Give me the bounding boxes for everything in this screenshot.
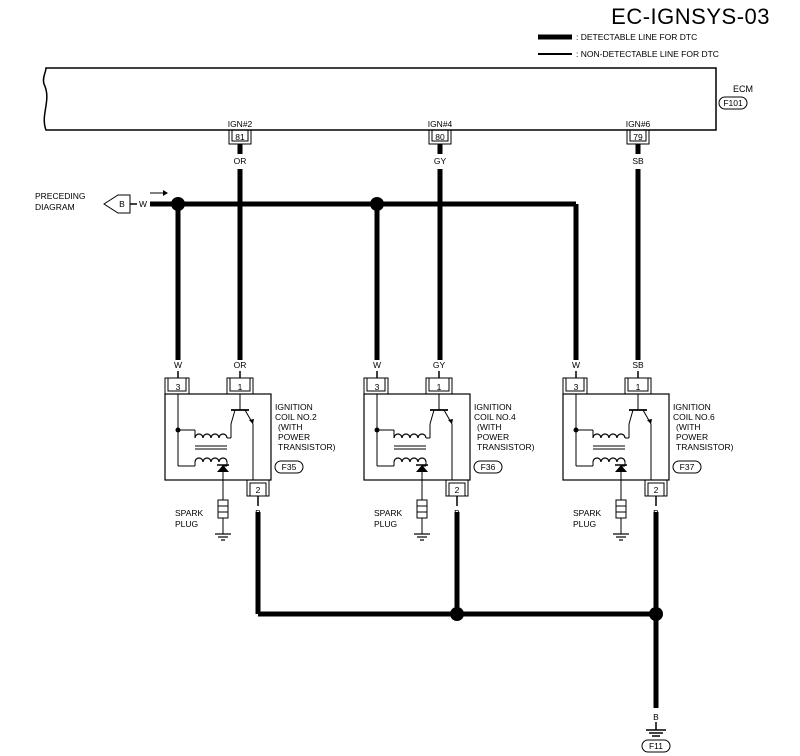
ecm-terminal-pin: 79 (633, 132, 643, 142)
spark-plug-label: SPARK (573, 508, 602, 518)
coil-title-line: (WITH (278, 422, 303, 432)
spark-plug-label: PLUG (175, 519, 198, 529)
coil-pin3: 3 (574, 382, 579, 392)
coil-pin2: 2 (455, 485, 460, 495)
coil-body (562, 393, 670, 481)
splice-dot (370, 197, 384, 211)
ground-bus: B F11 (255, 512, 671, 753)
coil-connector-badge (672, 460, 702, 474)
ecm-terminal-wire: GY (434, 156, 447, 166)
ecm-terminal-wire: SB (632, 156, 644, 166)
coil-title-line: COIL NO.2 (275, 412, 317, 422)
page-title: EC-IGNSYS-03 (611, 4, 770, 29)
spark-plug-icon (416, 499, 428, 519)
coil-title-line: IGNITION (474, 402, 512, 412)
ground-connector-badge (641, 739, 671, 753)
spark-plug-icon (615, 499, 627, 519)
spark-plug-label: PLUG (374, 519, 397, 529)
ecm-terminal-name: IGN#4 (428, 119, 453, 129)
coil-connector-badge (274, 460, 304, 474)
ecm-terminal-name: IGN#2 (228, 119, 253, 129)
coil-wire-signal: SB (632, 360, 644, 370)
preceding-connector: B (119, 199, 125, 209)
coil-pin1: 1 (437, 382, 442, 392)
coil-wire-w: W (373, 360, 381, 370)
splice-dot (171, 197, 185, 211)
coil-title-line: IGNITION (673, 402, 711, 412)
spark-plug-label: PLUG (573, 519, 596, 529)
splice-dot (649, 607, 663, 621)
preceding-line2: DIAGRAM (35, 202, 75, 212)
coil-title-line: COIL NO.4 (474, 412, 516, 422)
w-bus (171, 197, 579, 360)
ecm-box: ECM F101 (42, 67, 753, 131)
coil-pin3: 3 (176, 382, 181, 392)
coil-title-line: IGNITION (275, 402, 313, 412)
spark-plug-label: SPARK (175, 508, 204, 518)
coil-title-line: (WITH (477, 422, 502, 432)
preceding-connector-arrow (103, 194, 131, 214)
preceding-wire: W (139, 199, 147, 209)
coil-pin3: 3 (375, 382, 380, 392)
ecm-terminal-wire: OR (234, 156, 247, 166)
coil-title-line: POWER (278, 432, 310, 442)
ecm-connector-badge (718, 96, 748, 110)
preceding-line1: PRECEDING (35, 191, 86, 201)
legend-detectable-text: : DETECTABLE LINE FOR DTC (576, 32, 697, 42)
ecm-terminal-name: IGN#6 (626, 119, 651, 129)
coil-title-line: TRANSISTOR) (278, 442, 336, 452)
spark-plug-label: SPARK (374, 508, 403, 518)
coil-connector-badge (473, 460, 503, 474)
splice-dot (450, 607, 464, 621)
coil-wire-signal: GY (433, 360, 446, 370)
ecm-connector: F101 (723, 98, 743, 108)
coil-body (363, 393, 471, 481)
coil-title-line: (WITH (676, 422, 701, 432)
coil-connector: F35 (282, 462, 297, 472)
ignition-coil: WOR312BSPARKPLUGIGNITIONCOIL NO.2(WITHPO… (164, 360, 336, 541)
coil-wire-w: W (174, 360, 182, 370)
coil-body (164, 393, 272, 481)
preceding-diagram: PRECEDING DIAGRAM B W (35, 190, 172, 214)
ignition-coil: WSB312BSPARKPLUGIGNITIONCOIL NO.6(WITHPO… (562, 360, 734, 541)
legend-non-detectable-text: : NON-DETECTABLE LINE FOR DTC (576, 49, 719, 59)
coil-pin2: 2 (654, 485, 659, 495)
ground-wire: B (653, 712, 659, 722)
coil-pin2: 2 (256, 485, 261, 495)
coil-title-line: TRANSISTOR) (477, 442, 535, 452)
spark-plug-icon (217, 499, 229, 519)
ignition-coil: WGY312BSPARKPLUGIGNITIONCOIL NO.4(WITHPO… (363, 360, 535, 541)
ecm-label: ECM (733, 84, 753, 94)
ecm-terminal-pin: 80 (435, 132, 445, 142)
coil-connector: F37 (680, 462, 695, 472)
coil-wire-signal: OR (234, 360, 247, 370)
coil-title-line: POWER (477, 432, 509, 442)
coil-connector: F36 (481, 462, 496, 472)
coil-wire-w: W (572, 360, 580, 370)
coil-title-line: COIL NO.6 (673, 412, 715, 422)
coil-pin1: 1 (238, 382, 243, 392)
ground-connector: F11 (649, 741, 663, 751)
coil-title-line: TRANSISTOR) (676, 442, 734, 452)
coil-pin1: 1 (636, 382, 641, 392)
ecm-terminal-pin: 81 (235, 132, 245, 142)
coil-title-line: POWER (676, 432, 708, 442)
